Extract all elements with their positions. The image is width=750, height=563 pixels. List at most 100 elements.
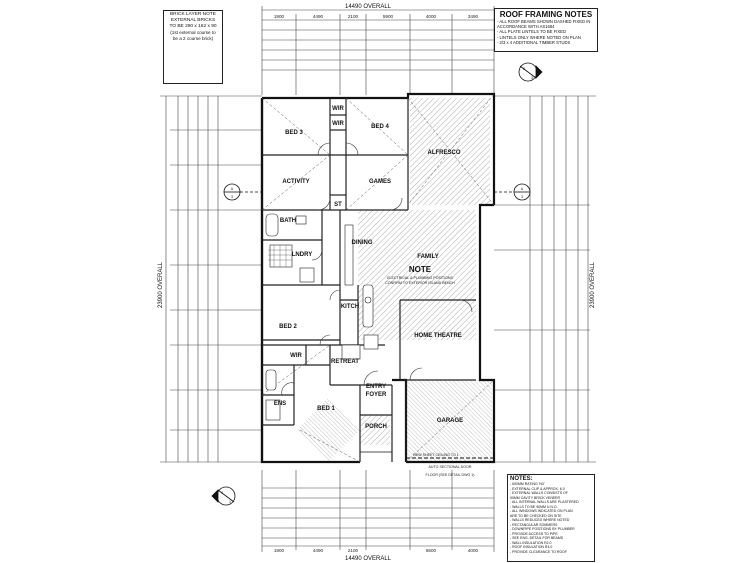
overall-bottom-label: 14490 OVERALL: [345, 556, 392, 562]
notes-line-15: - ROOF INSULATION R4.0: [510, 545, 553, 549]
roof-framing-notes: ROOF FRAMING NOTES - ALL ROOF BEAMS SHOW…: [494, 8, 598, 52]
room-label-bath: BATH: [280, 218, 296, 224]
room-label-lndry: LNDRY: [292, 252, 312, 258]
notes-line-6: - WALLS TO BE 90MM U.N.O.: [510, 504, 558, 509]
bottom-dim-3: 2100: [348, 548, 359, 553]
room-label-dining: DINING: [352, 240, 373, 246]
room-label-porch: PORCH: [365, 424, 387, 430]
roof-note-line-5: - 2/3 x 4 ADDITIONAL TIMBER STUDS: [497, 39, 571, 45]
room-label-bed2: BED 2: [279, 324, 297, 330]
roof-note-line-4: - LINTELS ONLY WHERE NOTED ON PLAN: [497, 34, 581, 40]
marker-a-right-bot: 3: [521, 195, 523, 199]
roof-notes-title: ROOF FRAMING NOTES: [499, 10, 593, 19]
bed1-hatch: [296, 398, 360, 462]
notes-title: NOTES:: [510, 476, 533, 482]
notes-line-5: - ALL INTERNAL WALLS ARE PLASTERED: [510, 500, 579, 504]
section-marker-c: [211, 486, 236, 506]
ceiling-note: NEW SHEET CEILING TO 1: [413, 453, 459, 457]
laundry-tile: [268, 245, 292, 267]
overall-left-label: 23900 OVERALL: [158, 261, 164, 308]
top-dim-4: 5900: [383, 14, 394, 19]
room-label-home-theatre: HOME THEATRE: [414, 333, 462, 339]
overall-top-label: 14490 OVERALL: [345, 4, 392, 10]
room-label-family: FAMILY: [417, 254, 438, 260]
top-dim-6: 3490: [468, 14, 479, 19]
brick-note-line-3: TO BE 290 x 162 x 90: [169, 24, 217, 29]
top-dim-5: 4000: [426, 14, 437, 19]
notes-line-4: 90MM CAVITY BRICK VENEER: [510, 495, 561, 500]
section-marker-a-right: [494, 183, 531, 201]
notes-line-16: - PROVIDE CLEARANCE TO ROOF: [510, 549, 568, 554]
brick-note-line-5: be a 2 course brick): [172, 36, 214, 41]
brick-note-line-2: EXTERNAL BRICKS: [170, 18, 216, 23]
section-marker-b: [518, 62, 543, 82]
center-note-title: NOTE: [409, 265, 432, 274]
marker-a-left-bot: 3: [231, 195, 233, 199]
porch-hatch: [360, 415, 390, 445]
notes-line-7: - ALL WINDOWS INDICATED ON PLAN: [510, 509, 573, 513]
brick-note-line-1: BRICK LAYER NOTE: [169, 12, 217, 17]
notes-line-3: - EXTERNAL WALLS CONSISTS OF: [510, 491, 568, 495]
room-label-alfresco: ALFRESCO: [428, 150, 461, 156]
room-label-wir-top: WIR: [332, 106, 344, 112]
room-label-retreat: RETREAT: [331, 359, 359, 365]
room-label-activity: ACTIVITY: [282, 179, 309, 185]
room-label-foyer: FOYER: [366, 392, 387, 398]
top-dim-1: 1900: [274, 14, 285, 19]
left-dimension-lines: [160, 95, 262, 463]
center-note-line-2: CONFIRM TO EXTERIOR ISLAND BENCH: [385, 281, 455, 285]
room-label-bed3: BED 3: [285, 130, 303, 136]
notes-line-2: - EXTERNAL CLIP & APPROX. 6.0: [510, 486, 565, 491]
external-walls: [260, 92, 496, 464]
top-dimension-lines: [261, 6, 495, 95]
garage-door-note: AUTO SECTIONAL DOOR: [429, 465, 472, 469]
roof-note-line-3: - ALL PLATE LINTELS TO BE FIXED: [497, 29, 566, 35]
room-label-wir-mid: WIR: [290, 353, 302, 359]
top-dim-2: 4490: [313, 14, 324, 19]
notes-line-9: - WALLS REDUCED WHERE NOTED: [510, 518, 570, 522]
room-label-bed1: BED 1: [317, 406, 335, 412]
notes-line-14: - WALL INSULATION R2.0: [510, 540, 552, 545]
fixtures: [265, 213, 379, 421]
internal-walls: [262, 98, 476, 462]
marker-c-bot: 1: [229, 500, 231, 504]
general-notes: NOTES: - 600MM RATING 'N3' - EXTERNAL CL…: [507, 474, 595, 562]
section-marker-a-left: [223, 183, 262, 201]
notes-line-10: - RECTANGULAR SOMMERS: [510, 522, 558, 527]
room-label-garage: GARAGE: [437, 418, 463, 424]
marker-a-left-top: A: [231, 187, 234, 191]
center-note-line-1: ELECTRICAL & PLUMBING POSITIONS: [387, 276, 453, 280]
bottom-dim-1: 1900: [274, 548, 285, 553]
room-label-st: ST: [334, 202, 342, 208]
roof-note-line-2: ACCORDANCE WITH AS1684: [497, 24, 555, 30]
roof-note-line-1: - ALL ROOF BEAMS SHOWN DASHED FIXED IN: [497, 19, 591, 24]
room-label-kitch: KITCH: [341, 304, 359, 310]
marker-b-bot: 3: [531, 76, 533, 80]
marker-a-right-top: A: [521, 187, 524, 191]
top-dim-3: 2100: [348, 14, 359, 19]
bottom-dim-5: 4000: [468, 548, 479, 553]
room-label-ens: ENS: [274, 401, 286, 407]
marker-b-top: 2: [523, 67, 525, 71]
garage-hatch: [406, 380, 492, 462]
bottom-dimension-lines: [261, 470, 495, 552]
room-label-games: GAMES: [369, 179, 391, 185]
alfresco-hatch: [410, 98, 490, 205]
brick-note-line-4: (1st external course to: [170, 30, 216, 35]
room-label-wir-top2: WIR: [332, 121, 344, 127]
overall-right-label: 23900 OVERALL: [590, 261, 596, 308]
notes-line-1: - 600MM RATING 'N3': [510, 482, 545, 486]
family-hatch: [358, 210, 476, 340]
bottom-dim-2: 4490: [313, 548, 324, 553]
notes-line-13: - SEE ENG. DETAIL FOR BEAMS: [510, 536, 564, 540]
door-swings: [281, 142, 473, 396]
room-label-bed4: BED 4: [371, 124, 389, 130]
notes-line-12: - PROVIDE ACCESS TO PIPE: [510, 531, 558, 536]
room-label-entry: ENTRY: [366, 384, 386, 390]
notes-line-8: ARE TO BE CHECKED ON SITE: [510, 513, 562, 518]
pier-note: FLOOR (SEE DETAIL DWG 1): [426, 473, 475, 477]
bottom-dim-4: 6500: [426, 548, 437, 553]
right-dimension-lines: [494, 95, 596, 463]
brick-layer-note: BRICK LAYER NOTE EXTERNAL BRICKS TO BE 2…: [163, 10, 223, 84]
